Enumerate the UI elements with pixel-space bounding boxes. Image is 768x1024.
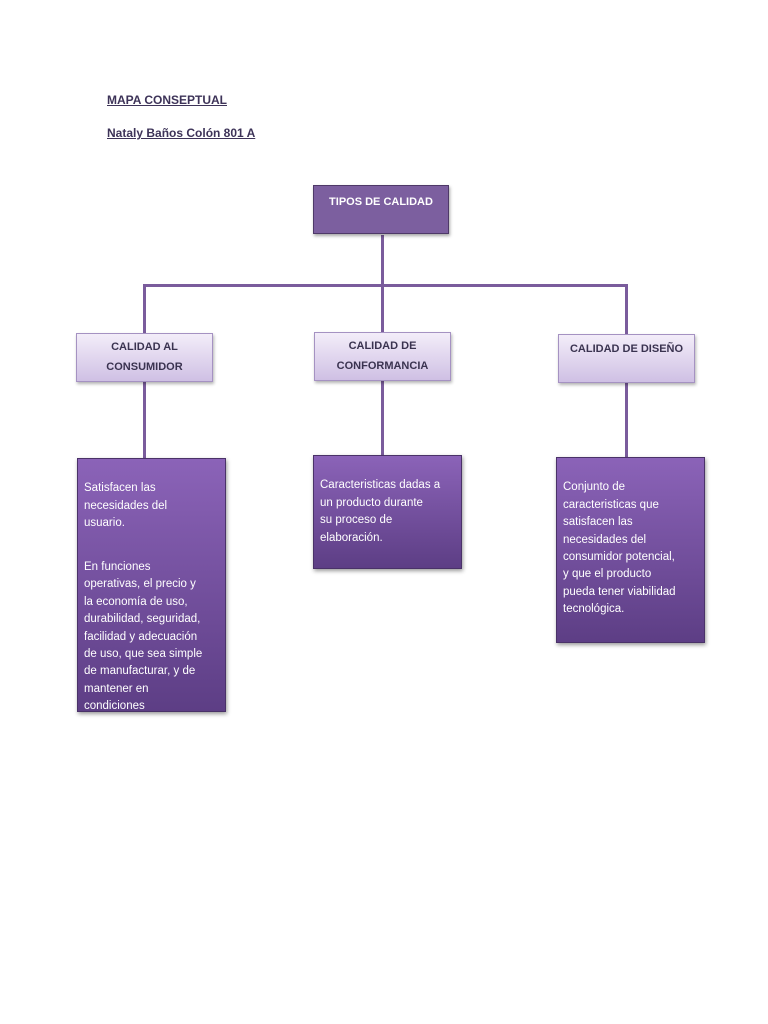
description-diseno: Conjunto de caracteristicas que satisfac… [556,457,705,643]
description-paragraph: En funciones operativas, el precio y la … [84,561,203,730]
description-conformancia: Caracteristicas dadas a un producto dura… [313,455,462,569]
description-paragraph: Caracteristicas dadas a un producto dura… [320,479,441,544]
connector-center-desc [381,380,384,456]
node-calidad-conformancia: CALIDAD DE CONFORMANCIA [314,332,451,381]
description-consumidor: Satisfacen las necesidades del usuario. … [77,458,226,730]
node-calidad-consumidor: CALIDAD AL CONSUMIDOR [76,333,213,382]
connector-right-down [625,284,628,335]
connector-left-desc [143,381,146,459]
author-line: Nataly Baños Colón 801 A [107,126,256,140]
description-paragraph: Satisfacen las necesidades del usuario. [84,482,168,530]
connector-left-down [143,284,146,334]
description-paragraph: Conjunto de caracteristicas que satisfac… [563,481,676,616]
connector-horizontal [143,284,628,287]
connector-right-desc [625,382,628,458]
node-calidad-diseno: CALIDAD DE DISEÑO [558,334,695,383]
document-title: MAPA CONSEPTUAL [107,93,227,107]
root-node: TIPOS DE CALIDAD [313,185,449,234]
